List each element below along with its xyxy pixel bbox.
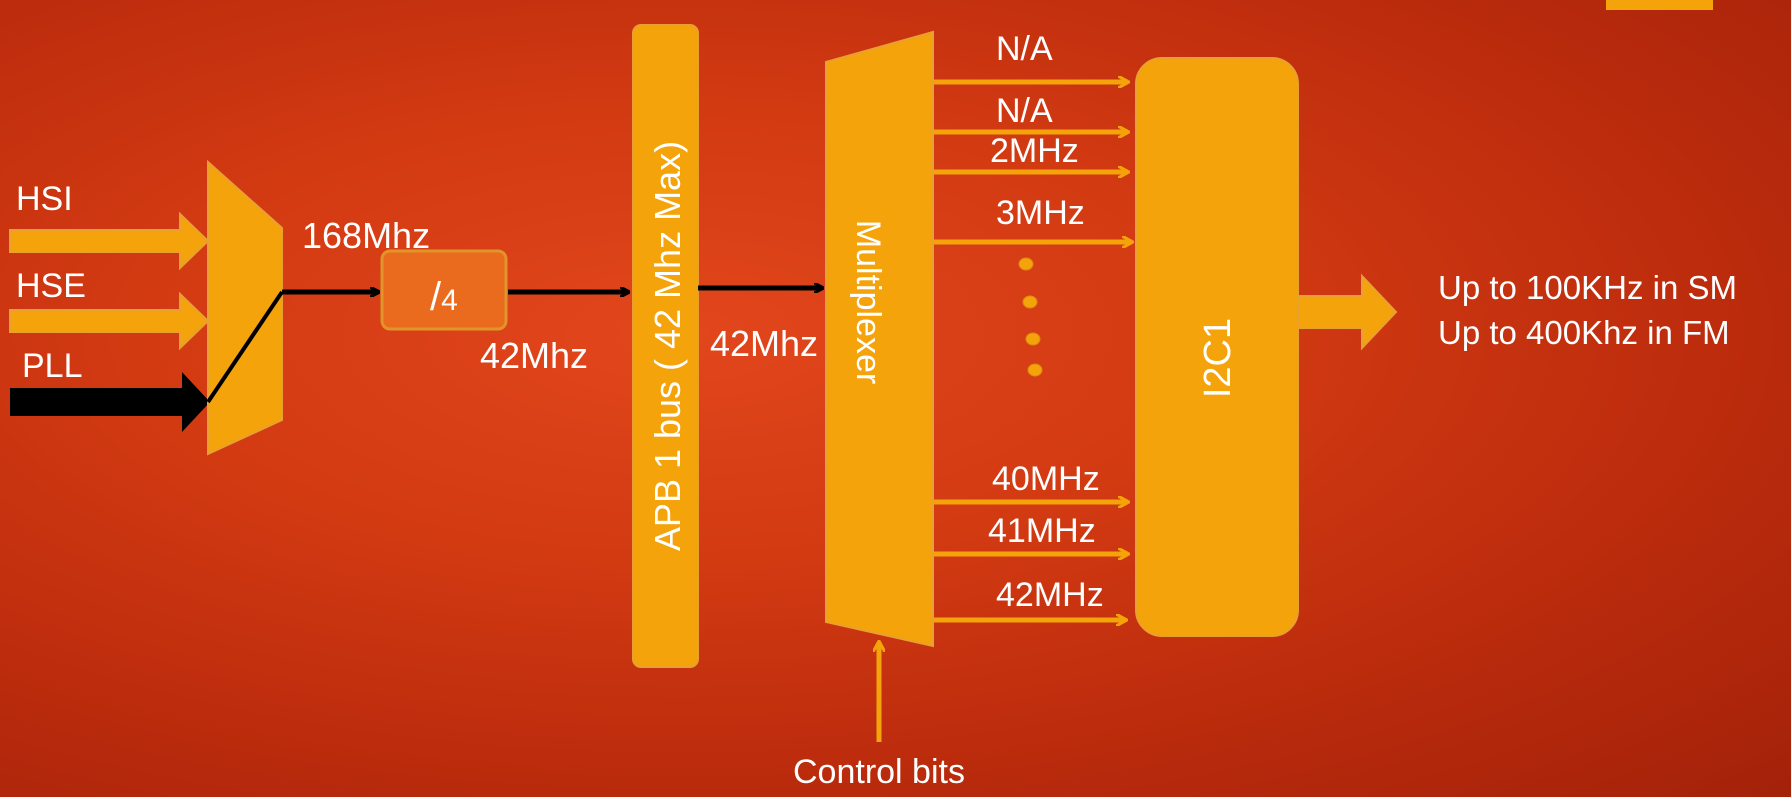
multiplexer bbox=[825, 30, 934, 648]
i2c-output-arrow bbox=[1297, 273, 1398, 351]
apb1-bus bbox=[632, 24, 699, 668]
i2c1-label: I2C1 bbox=[1197, 318, 1239, 398]
divider-value: 4 bbox=[441, 284, 458, 317]
corner-block bbox=[1606, 0, 1713, 10]
mux-output-label-5: 40MHz bbox=[992, 460, 1100, 498]
clock-selector-mux bbox=[207, 159, 283, 456]
pll-frequency-label: 168Mhz bbox=[302, 215, 430, 256]
fm-speed-label: Up to 400Khz in FM bbox=[1438, 314, 1730, 351]
pll-arrow bbox=[10, 372, 210, 432]
mux-output-label-3: 2MHz bbox=[990, 132, 1079, 170]
hsi-arrow bbox=[9, 211, 210, 271]
mux-output-label-1: N/A bbox=[996, 30, 1053, 68]
divider-slash: / bbox=[430, 275, 442, 319]
apb1-bus-label: APB 1 bus ( 42 Mhz Max) bbox=[647, 141, 688, 551]
ellipsis-dots bbox=[1018, 257, 1043, 377]
mux-output-arrows bbox=[933, 82, 1132, 620]
selector-path-line bbox=[206, 290, 284, 404]
multiplexer-label: Multiplexer bbox=[849, 220, 887, 384]
divided-frequency-label: 42Mhz bbox=[480, 335, 588, 376]
hse-label: HSE bbox=[16, 267, 86, 305]
hse-arrow bbox=[9, 291, 210, 351]
hsi-label: HSI bbox=[16, 180, 73, 218]
mux-output-label-7: 42MHz bbox=[996, 576, 1104, 614]
control-bits-label: Control bits bbox=[793, 753, 965, 791]
apb-output-frequency-label: 42Mhz bbox=[710, 323, 818, 364]
pll-label: PLL bbox=[22, 347, 83, 385]
mux-output-label-6: 41MHz bbox=[988, 512, 1096, 550]
i2c1-block bbox=[1135, 57, 1299, 637]
sm-speed-label: Up to 100KHz in SM bbox=[1438, 269, 1737, 306]
mux-output-label-4: 3MHz bbox=[996, 194, 1085, 232]
mux-output-label-2: N/A bbox=[996, 92, 1053, 130]
divider-label: /4 bbox=[430, 275, 458, 319]
divider-box bbox=[380, 249, 508, 331]
